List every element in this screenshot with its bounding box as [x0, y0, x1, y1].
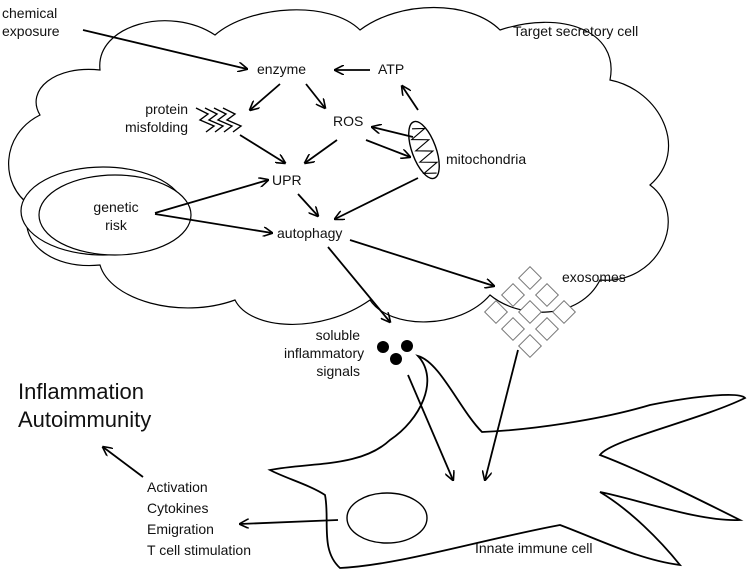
arrow-mito-to-atp: [402, 86, 419, 111]
arrow-ros-to-mito: [365, 139, 410, 157]
exosomes-label: exosomes: [562, 269, 626, 285]
immune-cell-nucleus: [346, 492, 428, 544]
immune-cell-outline: [267, 354, 747, 569]
arrow-upr-to-autophagy: [297, 193, 318, 216]
genetic-risk-label: genetic risk: [93, 199, 139, 233]
target-cell-label: Target secretory cell: [513, 23, 639, 39]
arrow-responses-to-inflammation: [103, 447, 144, 478]
inflammation-label: Inflammation: [18, 379, 144, 404]
mitochondria-icon: [408, 120, 440, 180]
response-activation: Activation: [147, 479, 208, 495]
arrow-chem-to-enzyme: [82, 29, 247, 69]
enzyme-label: enzyme: [257, 61, 307, 77]
target-cell-cloud: [8, 7, 669, 325]
chemical-exposure-label: chemical exposure: [2, 5, 60, 39]
arrow-enzyme-to-misfolding: [250, 83, 281, 110]
arrow-autophagy-to-exosomes: [349, 239, 494, 286]
protein-misfolding-label: protein misfolding: [124, 101, 188, 135]
response-emigration: Emigration: [147, 521, 214, 537]
arrow-autophagy-to-signals: [327, 246, 390, 322]
arrow-exosomes-to-immune: [485, 349, 519, 480]
arrow-genetic-to-upr: [154, 180, 268, 214]
ros-label: ROS: [333, 113, 364, 129]
genetic-risk-ellipse: [38, 174, 192, 256]
response-cytokines: Cytokines: [147, 500, 209, 516]
arrow-signals-to-immune: [407, 374, 453, 480]
arrow-mito-to-autophagy: [335, 177, 419, 219]
exosomes-icon: [483, 265, 577, 359]
upr-label: UPR: [272, 172, 302, 188]
arrow-ros-to-upr: [305, 139, 338, 163]
soluble-signals-label: soluble inflammatory signals: [284, 327, 365, 379]
atp-label: ATP: [378, 61, 405, 77]
response-t-cell-stimulation: T cell stimulation: [147, 542, 252, 558]
mitochondria-label: mitochondria: [446, 151, 527, 167]
soluble-signals-icon: [377, 340, 413, 365]
autophagy-label: autophagy: [277, 225, 343, 241]
autoimmunity-label: Autoimmunity: [18, 407, 152, 432]
misfolding-icon: [195, 107, 243, 133]
innate-immune-cell-label: Innate immune cell: [475, 540, 593, 556]
arrow-mito-to-ros: [372, 127, 414, 138]
responses-list: Activation Cytokines Emigration T cell s…: [147, 477, 251, 561]
arrow-immune-to-responses: [240, 520, 339, 524]
arrow-misfolding-to-upr: [239, 134, 285, 163]
arrow-genetic-to-autophagy: [154, 213, 272, 233]
arrow-enzyme-to-ros: [305, 83, 325, 108]
